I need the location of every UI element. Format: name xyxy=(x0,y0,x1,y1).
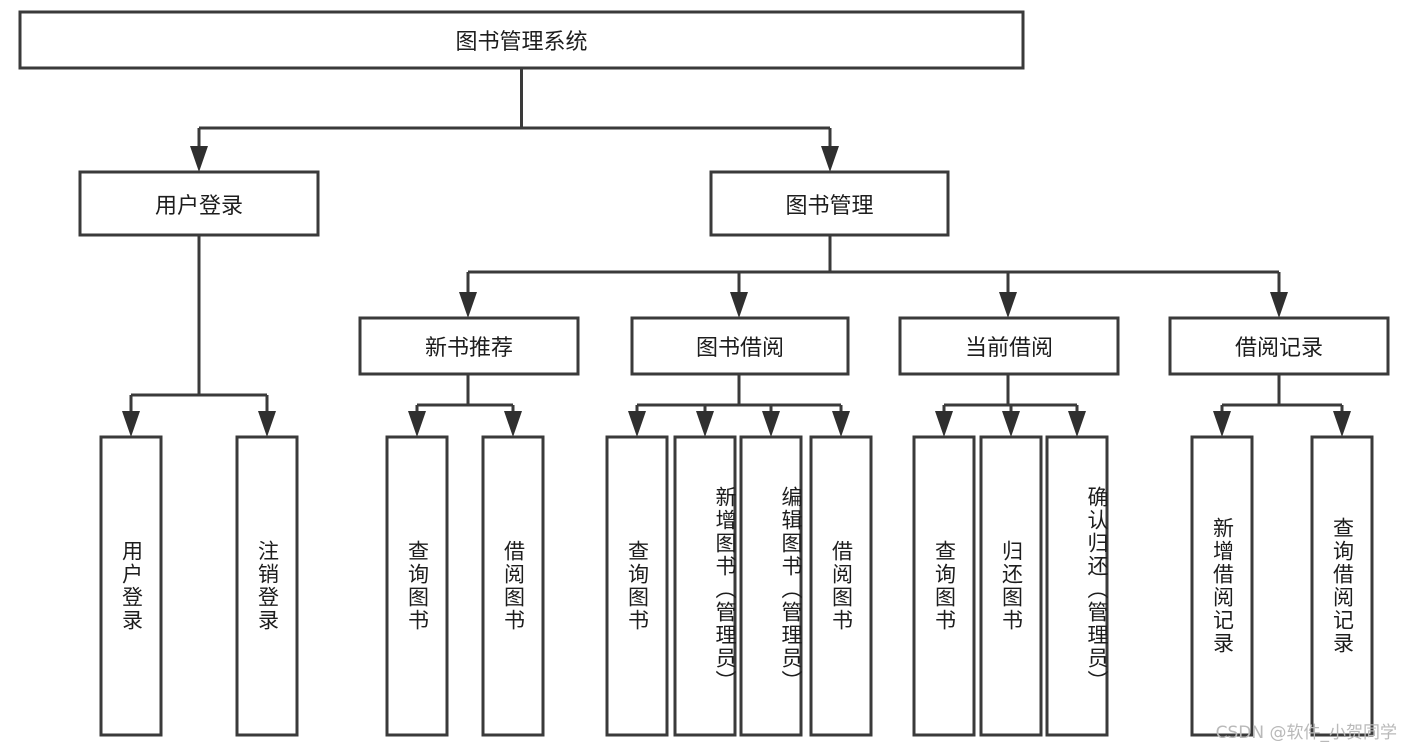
arrow-head-user-login xyxy=(190,146,208,172)
arrow-head-current-borrow xyxy=(999,292,1017,318)
node-box-leaf-return-book[interactable] xyxy=(979,435,1043,737)
node-box-book-management[interactable] xyxy=(709,170,950,237)
node-box-new-book-recommend[interactable] xyxy=(358,316,580,376)
arrow-head-new-book-recommend xyxy=(459,292,477,318)
arrow-head-leaf-edit-book xyxy=(762,411,780,437)
arrow-head-leaf-query-book-1 xyxy=(408,411,426,437)
arrow-head-leaf-return-book xyxy=(1002,411,1020,437)
node-box-borrow-record[interactable] xyxy=(1168,316,1390,376)
node-box-leaf-logout[interactable] xyxy=(235,435,299,737)
arrow-head-leaf-user-login xyxy=(122,411,140,437)
watermark-text: CSDN @软件_小贺同学 xyxy=(1215,723,1397,743)
arrow-head-leaf-add-book xyxy=(696,411,714,437)
connector-group-current-borrow xyxy=(935,374,1086,437)
arrow-head-book-management xyxy=(821,146,839,172)
arrow-head-leaf-query-book-3 xyxy=(935,411,953,437)
arrow-head-borrow-record xyxy=(1270,292,1288,318)
node-box-current-borrow[interactable] xyxy=(898,316,1120,376)
node-box-leaf-borrow-book-2[interactable] xyxy=(809,435,873,737)
node-box-leaf-borrow-book-1[interactable] xyxy=(481,435,545,737)
arrow-head-leaf-confirm-return xyxy=(1068,411,1086,437)
connector-group-user-login xyxy=(122,235,276,437)
node-box-leaf-query-book-3[interactable] xyxy=(912,435,976,737)
connector-group-book-management xyxy=(459,235,1288,318)
arrow-head-leaf-query-book-2 xyxy=(628,411,646,437)
arrow-head-leaf-borrow-book-1 xyxy=(504,411,522,437)
node-box-leaf-add-book[interactable] xyxy=(673,435,737,737)
arrow-head-book-borrow xyxy=(730,292,748,318)
node-box-leaf-confirm-return[interactable] xyxy=(1045,435,1109,737)
arrow-head-leaf-add-record xyxy=(1213,411,1231,437)
node-box-book-borrow[interactable] xyxy=(630,316,850,376)
connector-group-book-borrow xyxy=(628,374,850,437)
connector-group-root xyxy=(190,68,839,172)
node-box-leaf-query-book-2[interactable] xyxy=(605,435,669,737)
node-box-leaf-add-record[interactable] xyxy=(1190,435,1254,737)
node-box-leaf-user-login[interactable] xyxy=(99,435,163,737)
arrow-head-leaf-query-record xyxy=(1333,411,1351,437)
node-box-leaf-edit-book[interactable] xyxy=(739,435,803,737)
node-box-leaf-query-book-1[interactable] xyxy=(385,435,449,737)
node-box-leaf-query-record[interactable] xyxy=(1310,435,1374,737)
arrow-head-leaf-logout xyxy=(258,411,276,437)
connector-group-borrow-record xyxy=(1213,374,1351,437)
node-box-title[interactable] xyxy=(18,10,1025,70)
node-box-user-login[interactable] xyxy=(78,170,320,237)
connector-group-new-book-recommend xyxy=(408,374,522,437)
arrow-head-leaf-borrow-book-2 xyxy=(832,411,850,437)
